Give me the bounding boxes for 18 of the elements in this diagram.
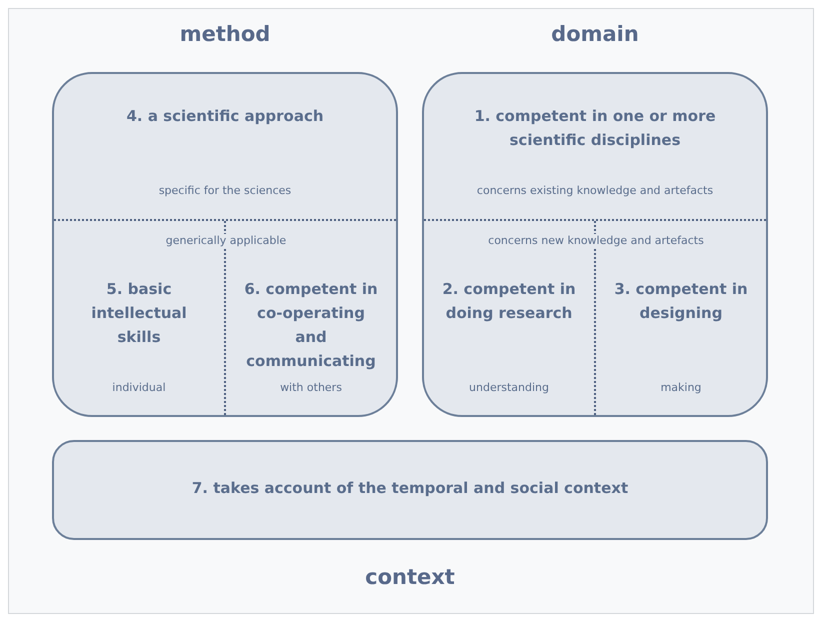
competence-heading: 5. basic intellectual skills [90, 279, 188, 348]
competence-heading: 3. competent in designing [613, 279, 749, 324]
region-caption: concerns existing knowledge and artefacts [476, 184, 714, 197]
competence-heading: 4. a scientific approach [125, 106, 325, 127]
group-title: domain [550, 22, 640, 46]
group-title: method [178, 22, 272, 46]
divider-caption: concerns new knowledge and artefacts [486, 234, 706, 247]
group-title: context [364, 565, 456, 589]
region-caption: making [660, 381, 702, 394]
competence-heading: 1. competent in one or more scientific disciplines [473, 106, 717, 151]
panel-heading: 7. takes account of the temporal and social context [190, 478, 630, 499]
region-caption: with others [280, 381, 342, 394]
region-caption: specific for the sciences [158, 184, 292, 197]
divider-caption: generically applicable [164, 234, 288, 247]
competence-heading: 2. competent in doing research [441, 279, 577, 324]
region-caption: understanding [469, 381, 549, 394]
region-caption: individual [112, 381, 166, 394]
competence-heading: 6. competent in co-operating and communicating [243, 279, 379, 372]
